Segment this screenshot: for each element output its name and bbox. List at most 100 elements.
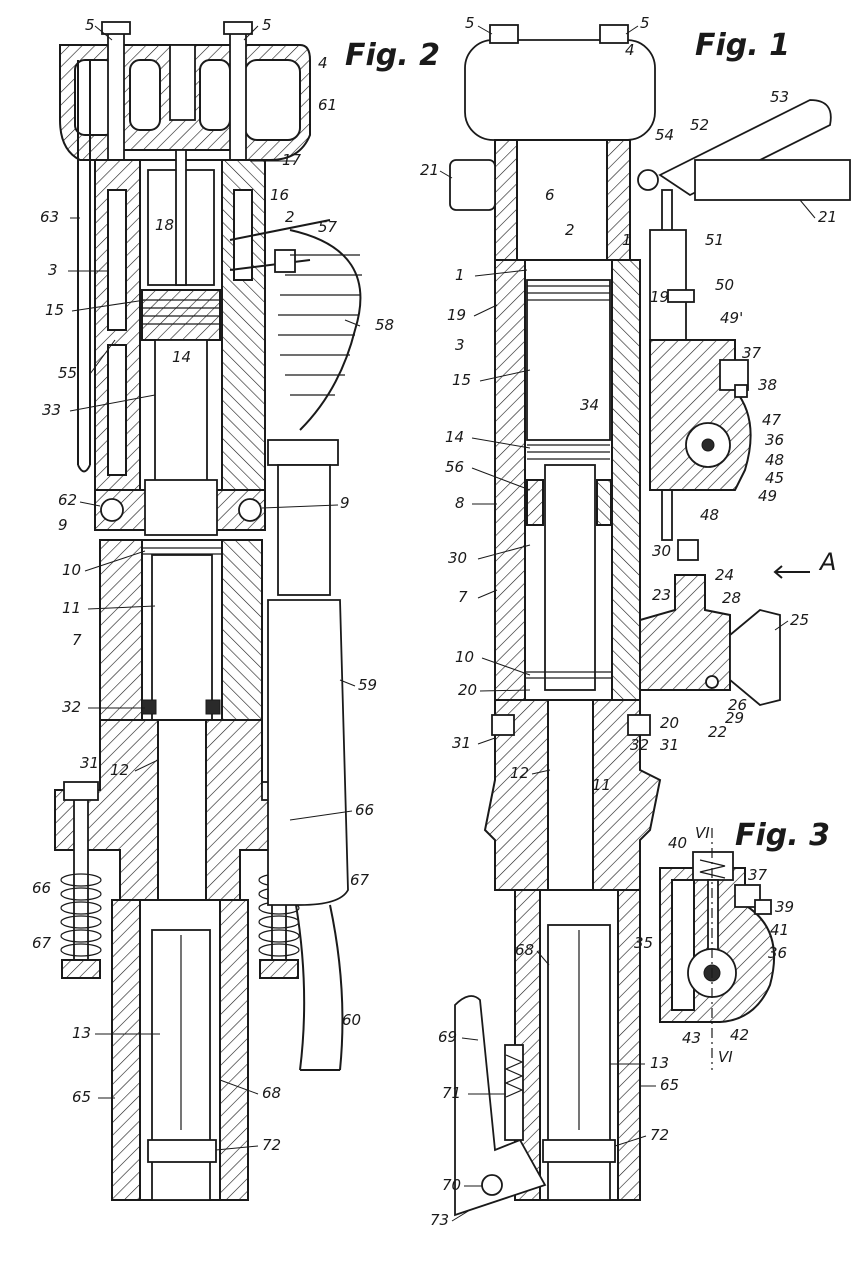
cover-cavity-4 (244, 59, 301, 141)
collar-72 (542, 1139, 616, 1163)
fig2-label: 17 (282, 151, 302, 169)
cover-cavity-3 (199, 59, 231, 131)
sleeve-48 (677, 539, 699, 561)
fig2-label: 15 (45, 301, 64, 319)
rings-10 (525, 671, 612, 679)
piston-rod-33 (154, 339, 208, 501)
fig2-label: 5 (85, 16, 95, 34)
fig1-title: Fig. 1 (695, 28, 790, 63)
wall-channel-left (107, 189, 127, 331)
handle-nut (274, 249, 296, 273)
fig3-section-label: VI (718, 1048, 733, 1066)
fig1-label: 31 (660, 736, 679, 754)
latch-lever-69 (454, 995, 547, 1217)
pipe-63 (77, 60, 91, 473)
fig1-label: 36 (765, 431, 784, 449)
fig3-label: 41 (770, 921, 789, 939)
wall-channel-right (233, 189, 253, 281)
hose-60 (295, 904, 344, 1071)
fig1-label: 49 (758, 487, 777, 505)
cylinder-wall-left (494, 259, 526, 701)
fig1-label: 32 (630, 736, 649, 754)
fig2-label: 5 (262, 16, 272, 34)
fig1-label: 19 (650, 288, 669, 306)
fig2-title: Fig. 2 (345, 38, 440, 73)
figure-1: Fig. 1 5 5 4 53 54 52 21 21 6 51 2 1 1 5… (420, 14, 851, 1229)
lower-cylinder-left (99, 539, 143, 721)
fig1-label: 26 (728, 696, 747, 714)
fig1-label: 22 (708, 723, 727, 741)
fig1-label: 10 (455, 648, 474, 666)
fig1-label: 50 (715, 276, 734, 294)
fig1-label: 24 (715, 566, 734, 584)
fig2-label: 4 (318, 54, 328, 72)
valve-stem-41 (707, 879, 719, 961)
bolt-9-left (100, 498, 124, 522)
fig2-label: 9 (58, 516, 68, 534)
fig2-label: 18 (155, 216, 174, 234)
valve-knob-37 (734, 884, 761, 908)
lower-body-bore (157, 719, 207, 901)
fig1-label: 53 (770, 88, 789, 106)
lower-body-bore (547, 699, 594, 891)
handle-clamp (267, 439, 339, 466)
fig2-label: 66 (32, 879, 51, 897)
fig1-label: 70 (442, 1176, 461, 1194)
fig1-label: 21 (420, 161, 439, 179)
fig2-label: 33 (42, 401, 61, 419)
fig1-label: 34 (580, 396, 599, 414)
fig1-label: 11 (592, 776, 611, 794)
fig2-label: 58 (375, 316, 394, 334)
guide-bushing (144, 479, 218, 536)
bolt-head-5-left (489, 24, 519, 44)
fig1-label: 37 (742, 344, 762, 362)
fig1-label: 56 (445, 458, 464, 476)
handle-bracket-57 (229, 219, 331, 271)
fig1-label: 52 (690, 116, 709, 134)
throttle-knob-25 (729, 609, 781, 706)
tool-shank-11 (151, 554, 213, 721)
fig2-label: 66 (355, 801, 374, 819)
bolt-9-right (238, 498, 262, 522)
fig2-label: 16 (270, 186, 289, 204)
fig1-label: 6 (545, 186, 555, 204)
fig3-label: 36 (768, 944, 787, 962)
figure-3: Fig. 3 VI 40 37 39 41 35 36 43 42 VI (634, 818, 830, 1070)
fig1-label: 13 (650, 1054, 669, 1072)
fig1-label: 4 (625, 41, 635, 59)
bolt-head-5-right (599, 24, 629, 44)
fig2-label: 3 (48, 261, 58, 279)
piston-15 (141, 289, 221, 341)
fig1-label: 7 (458, 588, 468, 606)
fig1-label: 54 (655, 126, 674, 144)
fig3-label: 39 (775, 898, 794, 916)
nut-66-left (63, 781, 99, 801)
fig2-label: 10 (62, 561, 81, 579)
throttle-body-24 (639, 574, 731, 691)
fig1-label: 28 (722, 589, 741, 607)
fig1-label: 25 (790, 611, 809, 629)
fig1-label: 48 (700, 506, 719, 524)
bolt-head-right (223, 21, 253, 35)
fig1-leaders (439, 25, 816, 1222)
connector-21 (449, 159, 496, 211)
nut-31-left (491, 714, 515, 736)
fig2-label: 13 (72, 1024, 91, 1042)
figure-2: Fig. 2 5 5 4 61 17 16 18 2 57 63 3 58 15… (32, 16, 440, 1201)
fig1-label: 71 (442, 1084, 461, 1102)
piston-rod (544, 464, 596, 691)
fig1-label: 15 (452, 371, 471, 389)
wall-channel-left-lower (107, 344, 127, 476)
bushing-56-right (596, 479, 612, 526)
spring-seat-left (61, 959, 101, 979)
fig1-label: 49' (720, 309, 743, 327)
piston-rings-14 (527, 444, 610, 460)
screw-38 (734, 384, 748, 398)
fig1-label: 8 (455, 494, 465, 512)
fig1-label: 51 (705, 231, 724, 249)
screw-39 (754, 899, 772, 915)
fig2-label: 67 (32, 934, 52, 952)
fig3-label: 42 (730, 1026, 749, 1044)
fig2-label: 68 (262, 1084, 281, 1102)
bolt-left (107, 24, 125, 176)
